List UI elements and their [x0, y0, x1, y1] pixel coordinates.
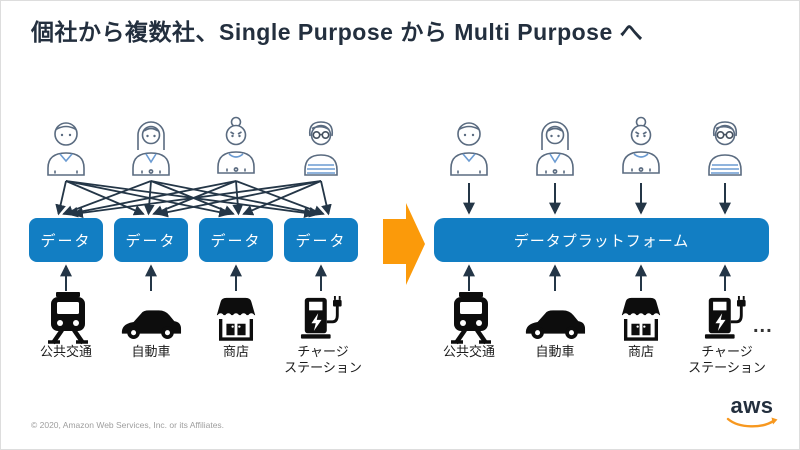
charging-station-icon	[300, 294, 344, 340]
person-icon	[217, 116, 255, 174]
person-icon	[132, 121, 170, 176]
person-icon	[47, 122, 85, 176]
person-icon	[304, 121, 338, 176]
train-icon	[44, 292, 92, 346]
copyright-text: © 2020, Amazon Web Services, Inc. or its…	[31, 420, 225, 430]
source-label-line: チャージ	[701, 344, 753, 359]
person-icon	[622, 116, 660, 174]
data-box: データ	[114, 218, 188, 262]
person-icon	[450, 122, 488, 176]
car-icon	[525, 310, 586, 339]
source-label: 自動車	[535, 344, 575, 359]
source-label: 自動車	[131, 344, 171, 359]
data-box: データ	[284, 218, 358, 262]
source-label-line: ステーション	[688, 360, 766, 375]
source-label: チャージ ステーション	[268, 344, 378, 376]
aws-logo: aws	[723, 395, 781, 430]
person-icon	[536, 121, 574, 176]
source-label-line: チャージ	[297, 344, 349, 359]
person-icon	[708, 121, 742, 176]
source-label: 公共交通	[442, 344, 495, 359]
car-icon	[121, 310, 182, 339]
shop-icon	[620, 296, 662, 341]
train-icon	[447, 292, 495, 346]
aws-smile-icon	[726, 417, 778, 428]
data-box: データ	[199, 218, 273, 262]
source-label: 商店	[222, 344, 249, 359]
source-label-line: ステーション	[284, 360, 362, 375]
ellipsis: ...	[753, 315, 773, 337]
aws-logo-text: aws	[730, 393, 774, 418]
transform-arrow-icon	[383, 203, 425, 285]
page-title: 個社から複数社、Single Purpose から Multi Purpose …	[31, 19, 644, 45]
data-box: データ	[29, 218, 103, 262]
shop-icon	[215, 296, 257, 341]
source-label: 商店	[627, 344, 654, 359]
source-label: チャージ ステーション	[672, 344, 782, 376]
charging-station-icon	[704, 294, 748, 340]
data-platform-box: データプラットフォーム	[434, 218, 769, 262]
source-label: 公共交通	[39, 344, 92, 359]
